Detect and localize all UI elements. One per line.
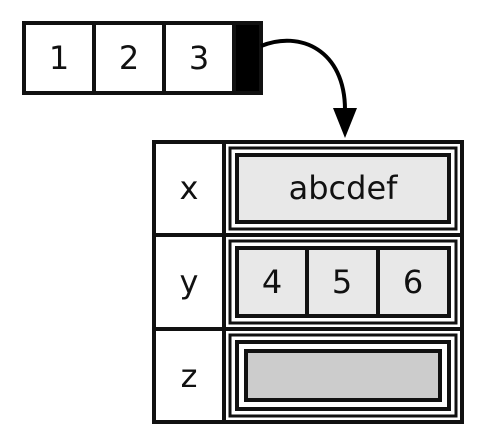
arrowhead-icon — [333, 108, 357, 138]
row-y-cell-3 — [376, 246, 451, 318]
row-x-value-label: abcdef — [289, 169, 399, 207]
vector-cell-1-label: 1 — [49, 39, 69, 77]
row-z-key: z — [181, 357, 198, 395]
row-x-value-cell — [235, 153, 451, 224]
vector-pointer-cell — [232, 21, 263, 95]
pointer-arrow — [260, 38, 357, 138]
row-y-cell-2 — [305, 246, 380, 318]
vector-cell-2 — [92, 21, 166, 95]
table-row-x: x abcdef — [180, 146, 458, 231]
table-row-z: z — [181, 333, 458, 418]
row-z-empty-cell — [244, 349, 442, 402]
row-x-key: x — [180, 169, 199, 207]
vector-cell-3 — [162, 21, 236, 95]
row-y-cell-1-label: 4 — [262, 263, 282, 301]
vector-cell-3-label: 3 — [189, 39, 209, 77]
vector: 1 2 3 — [22, 21, 263, 95]
table-row-y: y 4 5 6 — [180, 239, 458, 325]
row-y-cell-2-label: 5 — [332, 263, 352, 301]
row-y-key: y — [180, 263, 199, 301]
list-table: x abcdef y 4 5 6 z — [152, 140, 464, 424]
arrow-line — [260, 38, 347, 111]
vector-cell-1 — [22, 21, 96, 95]
row-y-cell-3-label: 6 — [403, 263, 423, 301]
vector-cell-2-label: 2 — [119, 39, 139, 77]
